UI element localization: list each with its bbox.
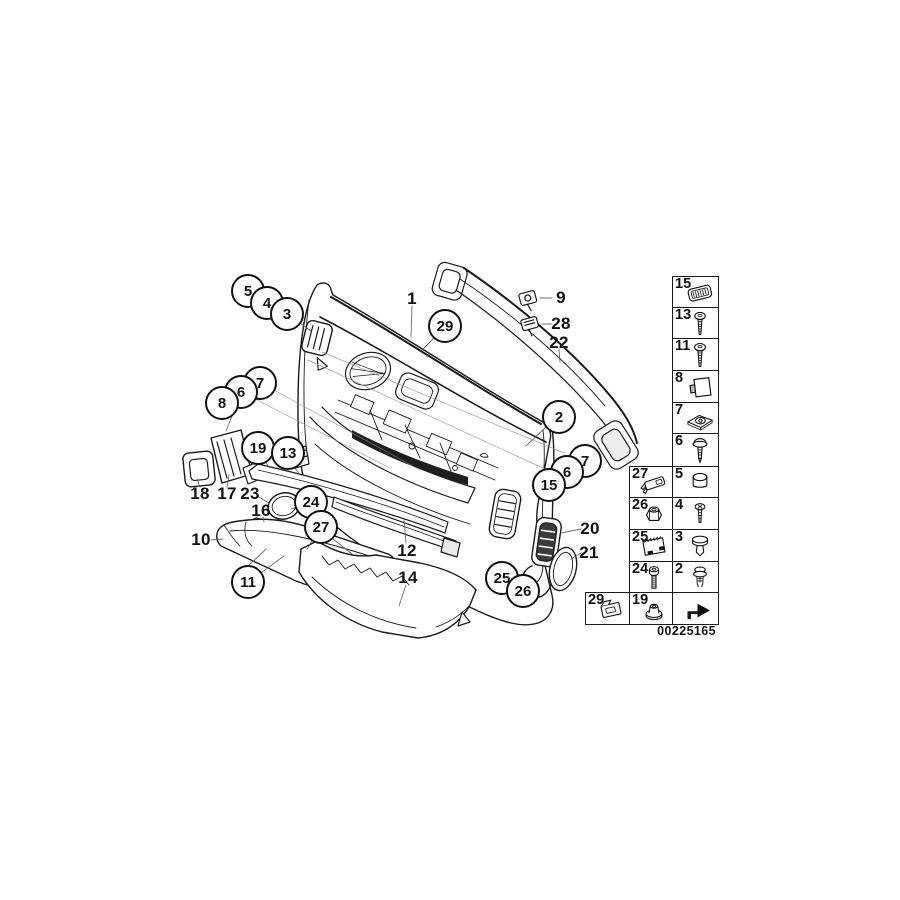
exploded-vent xyxy=(531,516,578,592)
legend-part-number: 4 xyxy=(675,497,684,513)
badge-icon xyxy=(686,283,713,303)
lock-nut-icon xyxy=(645,506,663,521)
legend-part-number: 15 xyxy=(675,276,692,292)
legend-cell-25[interactable]: 25 xyxy=(629,529,673,562)
callout-3[interactable]: 3 xyxy=(270,297,304,331)
legend-cell-6[interactable]: 6 xyxy=(672,433,719,467)
legend-part-number: 26 xyxy=(632,497,649,513)
legend-part-number: 13 xyxy=(675,307,692,323)
bolt-icon xyxy=(649,566,659,589)
callout-16[interactable]: 16 xyxy=(251,501,271,520)
callout-12[interactable]: 12 xyxy=(397,541,417,560)
rivet-clip-icon xyxy=(693,566,707,588)
legend-part-number: 7 xyxy=(675,402,684,418)
clip-28 xyxy=(520,316,539,337)
legend-cell-11[interactable]: 11 xyxy=(672,338,719,371)
door-module-parts xyxy=(334,394,499,481)
callout-13[interactable]: 13 xyxy=(271,436,305,470)
callout-21[interactable]: 21 xyxy=(579,543,599,562)
callout-8[interactable]: 8 xyxy=(205,386,239,420)
lower-trim-strip xyxy=(331,496,461,558)
small-screw-icon xyxy=(694,503,706,524)
legend-part-number: 5 xyxy=(675,466,684,482)
legend-part-number: 24 xyxy=(632,561,649,577)
clip-plate-icon xyxy=(688,377,712,399)
legend-part-number: 11 xyxy=(675,338,691,354)
legend-cell-5[interactable]: 5 xyxy=(672,466,719,498)
screw-icon xyxy=(694,311,706,336)
callout-29[interactable]: 29 xyxy=(428,309,462,343)
legend-cell-24[interactable]: 24 xyxy=(629,561,673,593)
armrest-carrier xyxy=(298,540,477,639)
screw-icon xyxy=(694,342,706,367)
callout-20[interactable]: 20 xyxy=(580,519,600,538)
cap-icon xyxy=(692,472,708,488)
legend-cell-7[interactable]: 7 xyxy=(672,402,719,434)
callout-4[interactable]: 4 xyxy=(250,286,284,320)
callout-2[interactable]: 2 xyxy=(542,400,576,434)
window-frame-trim xyxy=(431,261,639,470)
callout-11[interactable]: 11 xyxy=(231,565,265,599)
washer-screw-icon xyxy=(692,438,708,463)
spring-clip-icon xyxy=(639,475,667,495)
legend-cell-27[interactable]: 27 xyxy=(629,466,673,498)
construction-lines xyxy=(252,351,565,471)
grommet-icon xyxy=(691,535,709,557)
legend-cell-13[interactable]: 13 xyxy=(672,307,719,339)
plate-icon xyxy=(642,535,666,556)
legend-part-number: 27 xyxy=(632,466,649,482)
legend-cell-8[interactable]: 8 xyxy=(672,370,719,403)
legend-part-number: 6 xyxy=(675,433,684,449)
legend-part-number: 8 xyxy=(675,370,684,386)
callout-15[interactable]: 15 xyxy=(532,468,566,502)
panel-vent xyxy=(488,488,522,540)
legend-cell-26[interactable]: 26 xyxy=(629,497,673,530)
legend-part-number: 3 xyxy=(675,529,684,545)
legend-cell-15[interactable]: 15 xyxy=(672,276,719,308)
legend-cell-3[interactable]: 3 xyxy=(672,529,719,562)
legend-part-number: 2 xyxy=(675,561,684,577)
callout-18[interactable]: 18 xyxy=(190,484,210,503)
callout-17[interactable]: 17 xyxy=(217,484,237,503)
callout-14[interactable]: 14 xyxy=(398,568,418,587)
callout-23[interactable]: 23 xyxy=(240,484,260,503)
callout-22[interactable]: 22 xyxy=(549,333,569,352)
callout-1[interactable]: 1 xyxy=(407,289,417,308)
speed-nut-icon xyxy=(687,414,713,431)
box-clip-icon xyxy=(599,598,622,619)
callout-19[interactable]: 19 xyxy=(241,431,275,465)
clip-9 xyxy=(518,290,538,312)
legend-part-number: 29 xyxy=(588,592,605,608)
callout-26[interactable]: 26 xyxy=(506,574,540,608)
legend-cell-29[interactable]: 29 xyxy=(585,592,630,625)
legend-cell-2[interactable]: 2 xyxy=(672,561,719,593)
flange-nut-icon xyxy=(645,603,663,621)
callout-28[interactable]: 28 xyxy=(551,314,571,333)
callout-6[interactable]: 6 xyxy=(550,455,584,489)
legend-part-number: 19 xyxy=(632,592,649,608)
legend-cell-arrow[interactable] xyxy=(672,592,719,625)
doc-number: 00225165 xyxy=(657,624,716,638)
arrow-icon xyxy=(687,603,710,620)
callout-10[interactable]: 10 xyxy=(191,530,211,549)
legend-cell-4[interactable]: 4 xyxy=(672,497,719,530)
legend-cell-19[interactable]: 19 xyxy=(629,592,673,625)
callout-9[interactable]: 9 xyxy=(556,288,566,307)
callout-27[interactable]: 27 xyxy=(304,510,338,544)
